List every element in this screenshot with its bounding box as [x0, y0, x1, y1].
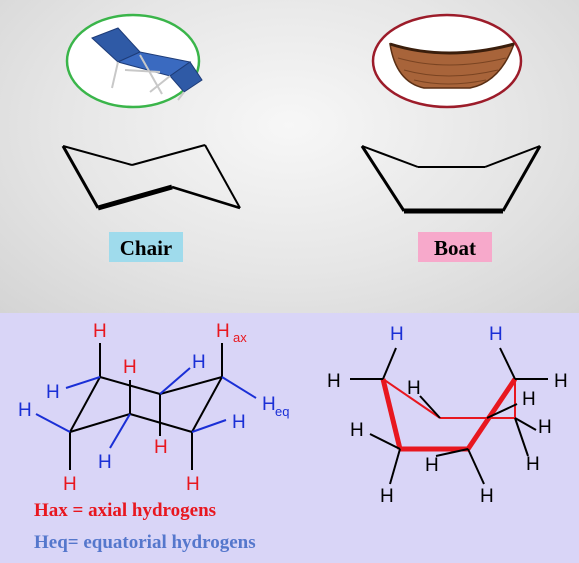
h-axial-mid-low: H — [154, 437, 168, 458]
h-boat-right-mid: H — [522, 389, 536, 410]
chair-label: Chair — [109, 232, 183, 262]
boat-label: Boat — [418, 232, 492, 262]
chair-ring — [61, 144, 241, 211]
h-flagpole-right: H — [489, 324, 503, 345]
h-eq-subscript: eq — [275, 404, 289, 419]
boat-with-hydrogens: H H H H H H H H H H H H — [327, 324, 568, 507]
h-boat-bottom-right: H — [480, 486, 494, 507]
h-axial-middle: H — [123, 357, 137, 378]
h-equatorial-far-left: H — [18, 400, 32, 421]
h-boat-right: H — [554, 371, 568, 392]
h-equatorial-top: H — [192, 352, 206, 373]
h-equatorial-bottom: H — [98, 452, 112, 473]
h-equatorial-right: H — [262, 394, 276, 415]
h-axial-bottom-left: H — [63, 474, 77, 495]
h-axial-top-right: H — [216, 321, 230, 342]
h-boat-lower-center: H — [425, 455, 439, 476]
h-boat-left: H — [327, 371, 341, 392]
lounge-chair-icon — [91, 27, 203, 101]
bottom-panel — [0, 313, 579, 563]
h-equatorial-left: H — [46, 382, 60, 403]
chair-with-hydrogens: H H ax H H H H H H H H eq H H — [18, 321, 289, 495]
chair-oval — [65, 13, 203, 109]
legend-equatorial: Heq= equatorial hydrogens — [34, 532, 256, 553]
boat-ring — [360, 145, 542, 214]
h-equatorial-right-low: H — [232, 412, 246, 433]
h-axial-top-left: H — [93, 321, 107, 342]
h-boat-right-low: H — [538, 417, 552, 438]
h-boat-lower-left: H — [350, 420, 364, 441]
h-boat-inner-left: H — [407, 378, 421, 399]
wooden-boat-icon — [389, 42, 516, 89]
h-flagpole-left: H — [390, 324, 404, 345]
boat-oval — [371, 13, 523, 109]
h-ax-subscript: ax — [233, 330, 247, 345]
h-axial-bottom-right: H — [186, 474, 200, 495]
legend-axial: Hax = axial hydrogens — [34, 500, 217, 521]
h-boat-bottom-left: H — [380, 486, 394, 507]
h-boat-lower-right: H — [526, 454, 540, 475]
